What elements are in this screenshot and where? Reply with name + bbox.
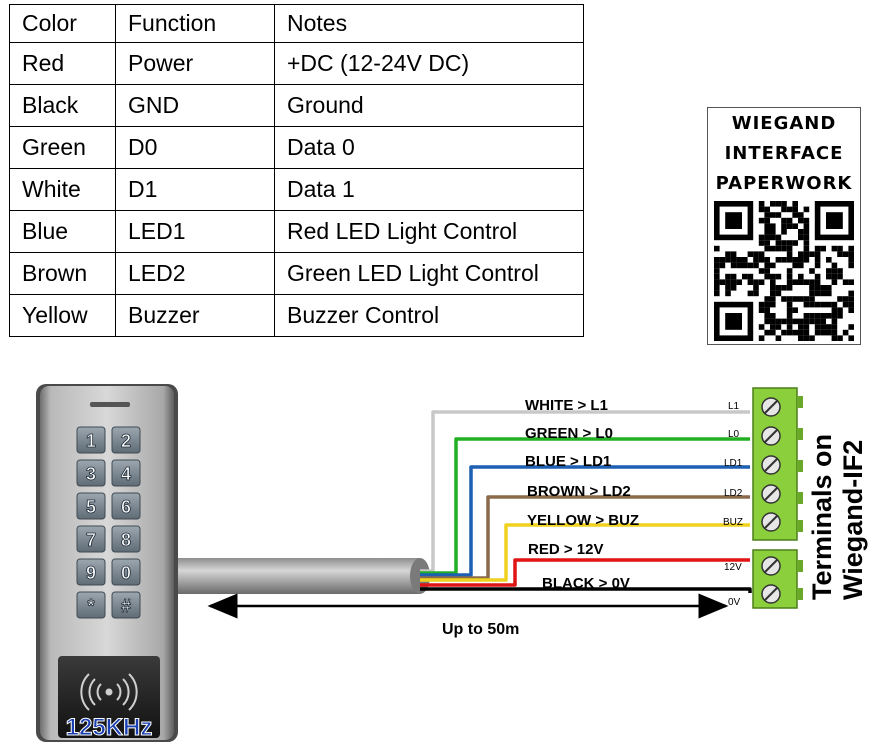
rfid-reader-area: [58, 656, 160, 738]
paperwork-qr-card[interactable]: WIEGAND INTERFACE PAPERWORK: [707, 107, 861, 345]
wire-label-black: BLACK > 0V: [542, 575, 630, 592]
wire-yellow: [420, 523, 750, 582]
wire-brown: [420, 495, 750, 580]
table-cell: Yellow: [9, 294, 116, 337]
table-cell: Buzzer: [115, 294, 275, 337]
keypad-key-label: #: [121, 596, 131, 616]
keypad-key-label: 2: [121, 431, 131, 451]
terminal-label: BUZ: [723, 517, 743, 528]
table-header-row: Color Function Notes: [9, 4, 584, 43]
keypad-key-label: 5: [86, 497, 96, 517]
terminal-label: LD2: [724, 488, 743, 499]
keypad-key[interactable]: 6: [111, 492, 141, 520]
keypad-key[interactable]: *: [76, 591, 106, 619]
wire-white: [420, 410, 750, 573]
table-cell: D0: [115, 126, 275, 169]
table-cell: Green: [9, 126, 116, 169]
keypad-key[interactable]: #: [111, 591, 141, 619]
wire-label-green: GREEN > L0: [525, 425, 613, 442]
wire-label-brown: BROWN > LD2: [527, 483, 631, 500]
wire-black: [420, 587, 752, 593]
wire-blue: [420, 465, 750, 577]
keypad-key-label: 8: [121, 530, 131, 550]
terminals-title-line: Terminals on: [807, 434, 837, 600]
terminal-screw-icon: [761, 455, 781, 475]
wire-label-yellow: YELLOW > BUZ: [527, 512, 639, 529]
wire-color-table: Color Function Notes Red Power +DC (12-2…: [9, 4, 584, 337]
terminal-label: 0V: [728, 597, 741, 608]
table-cell: +DC (12-24V DC): [274, 42, 584, 85]
keypad-key[interactable]: 9: [76, 558, 106, 586]
keypad-key-label: *: [87, 596, 94, 616]
table-cell: Green LED Light Control: [274, 252, 584, 295]
wire-label-red: RED > 12V: [528, 541, 603, 558]
qr-card-line: PAPERWORK: [715, 173, 853, 194]
keypad-key[interactable]: 2: [111, 426, 141, 454]
terminal-label: L1: [728, 401, 740, 412]
keypad-key-label: 3: [86, 464, 96, 484]
cable: [175, 558, 430, 594]
keypad-key-label: 6: [121, 497, 131, 517]
wire-label-white: WHITE > L1: [525, 397, 608, 414]
qr-card-line: WIEGAND: [731, 113, 837, 134]
terminal-screw-icon: [761, 426, 781, 446]
qr-card-line: INTERFACE: [724, 143, 844, 164]
terminal-screw-icon: [761, 512, 781, 532]
table-cell: Data 0: [274, 126, 584, 169]
keypad-key[interactable]: 8: [111, 525, 141, 553]
terminal-screw-icon: [761, 397, 781, 417]
keypad-reader-device: 1 2 3 4 5 6 7 8 9 0 * # 125KHz: [36, 384, 178, 742]
table-cell: LED1: [115, 210, 275, 253]
table-cell: LED2: [115, 252, 275, 295]
keypad-key[interactable]: 0: [111, 558, 141, 586]
table-row: Brown LED2 Green LED Light Control: [9, 252, 584, 295]
table-row: Blue LED1 Red LED Light Control: [9, 210, 584, 253]
wire-red: [420, 558, 750, 587]
table-row: White D1 Data 1: [9, 168, 584, 211]
column-header-function: Function: [115, 4, 275, 43]
column-header-notes: Notes: [274, 4, 584, 43]
terminals-title-line: Wiegand-IF2: [838, 440, 868, 600]
keypad-key[interactable]: 7: [76, 525, 106, 553]
wire-label-blue: BLUE > LD1: [525, 453, 611, 470]
keypad-key-label: 9: [86, 563, 96, 583]
table-row: Yellow Buzzer Buzzer Control: [9, 294, 584, 337]
keypad-key-label: 0: [121, 563, 131, 583]
table-row: Green D0 Data 0: [9, 126, 584, 169]
terminal-label: LD1: [724, 458, 743, 469]
terminal-screw-icon: [761, 556, 781, 576]
keypad-key-label: 7: [86, 530, 96, 550]
terminals-title: Terminals on Wiegand-IF2: [807, 434, 868, 600]
terminal-label: L0: [728, 429, 740, 440]
keypad-key-label: 4: [121, 464, 131, 484]
keypad-key[interactable]: 5: [76, 492, 106, 520]
terminal-screw-icon: [761, 484, 781, 504]
terminal-label: 12V: [724, 562, 742, 573]
table-cell: Buzzer Control: [274, 294, 584, 337]
table-cell: Red LED Light Control: [274, 210, 584, 253]
qr-code-icon: [713, 200, 855, 342]
keypad-key[interactable]: 4: [111, 459, 141, 487]
keypad-key-label: 1: [86, 431, 96, 451]
table-cell: Data 1: [274, 168, 584, 211]
rfid-waves-icon: [80, 673, 138, 711]
wire-green: [420, 437, 750, 575]
frequency-label: 125KHz: [66, 714, 153, 741]
keypad-key[interactable]: 1: [76, 426, 106, 454]
keypad-key[interactable]: 3: [76, 459, 106, 487]
column-header-color: Color: [9, 4, 116, 43]
distance-label: Up to 50m: [442, 621, 519, 638]
terminal-screw-icon: [761, 584, 781, 604]
